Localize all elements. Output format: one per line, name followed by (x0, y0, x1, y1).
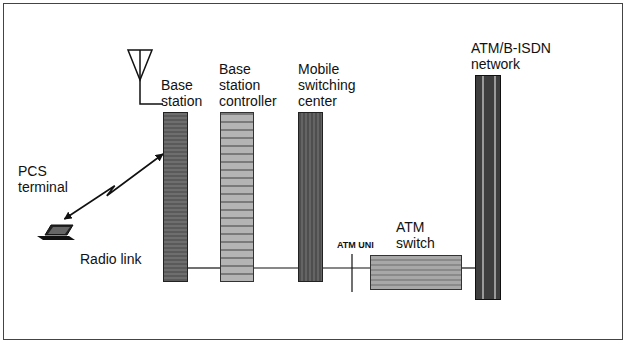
uni-marker (351, 254, 352, 292)
node-label: ATM/B-ISDN network (471, 40, 567, 72)
frame (4, 4, 623, 340)
atm-switch-box: ATM switch (370, 255, 462, 290)
switching-center-box: Mobile switching center (298, 112, 323, 282)
laptop-icon (35, 222, 77, 242)
base-station-box: Base station (163, 112, 188, 282)
radio-link (64, 154, 163, 219)
controller-box: Base station controller (220, 112, 254, 282)
link-label: Radio link (80, 251, 141, 267)
terminal-icon: PCS terminal (35, 222, 77, 242)
node-label: ATM switch (396, 219, 451, 251)
interface-label: ATM UNI (337, 240, 374, 250)
node-label: Base station controller (219, 61, 293, 109)
node-label: Base station (161, 77, 219, 109)
link-line (188, 267, 220, 268)
node-label: Mobile switching center (298, 61, 372, 109)
network-box: ATM/B-ISDN network (475, 75, 501, 300)
antenna (128, 50, 163, 104)
node-label: PCS terminal (18, 163, 80, 195)
link-line (462, 267, 475, 268)
link-line (323, 267, 370, 268)
link-line (254, 267, 298, 268)
